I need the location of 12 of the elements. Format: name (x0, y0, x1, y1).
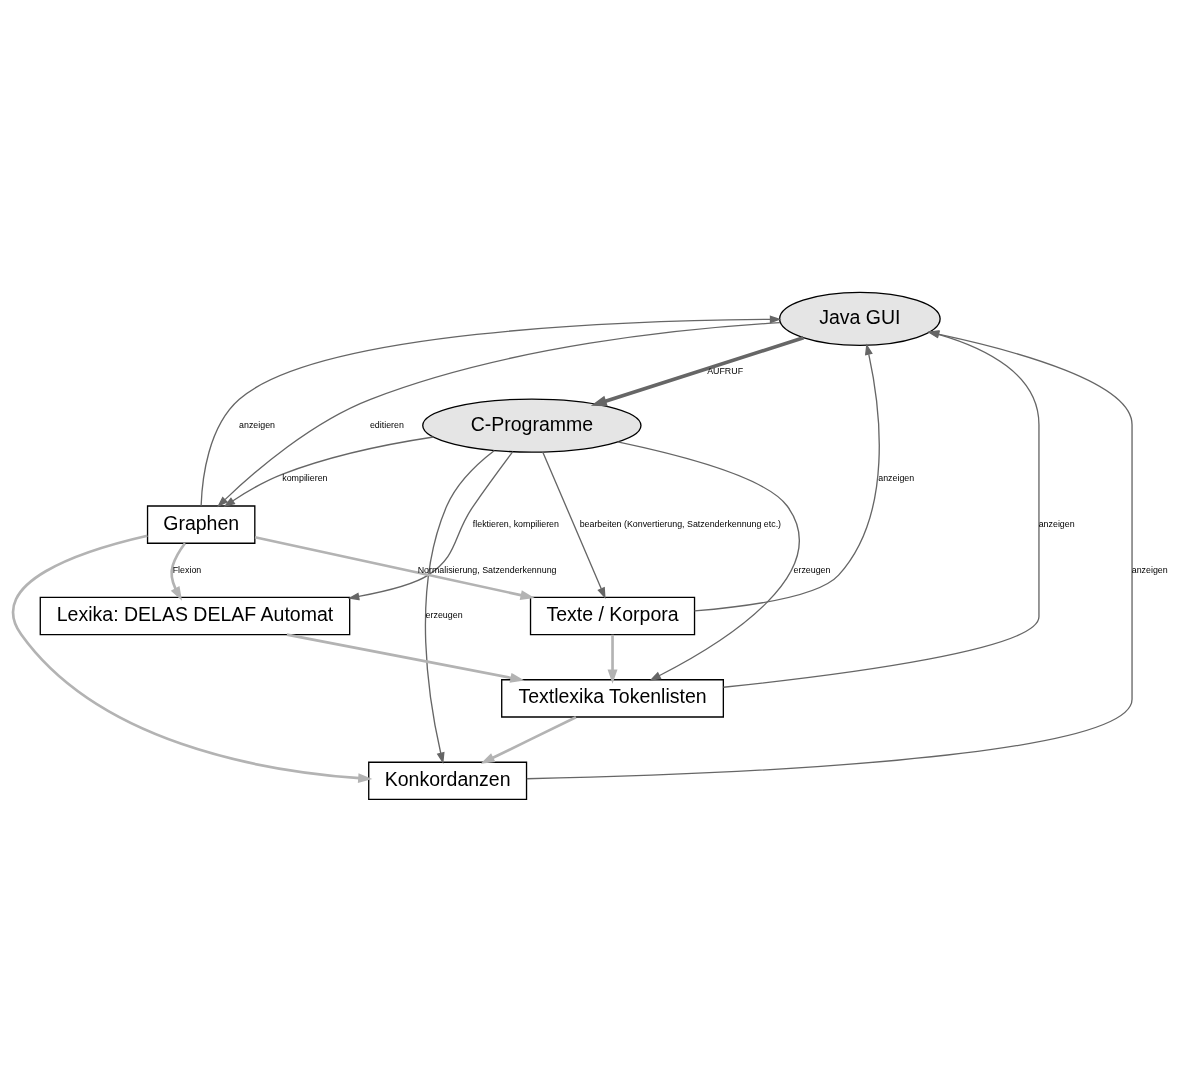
edge-label: anzeigen (878, 473, 915, 484)
edge-label: flektieren, kompilieren (472, 518, 559, 529)
edge-label: bearbeiten (Konvertierung, Satzenderkennung etc.) (579, 518, 782, 529)
edge-label: anzeigen (1131, 564, 1168, 575)
edge-label: editieren (369, 419, 404, 430)
edge-label: anzeigen (1038, 518, 1075, 529)
edge-label: anzeigen (239, 419, 276, 430)
edge-label: kompilieren (282, 473, 328, 484)
edge-label: Flexion (172, 564, 202, 575)
edge-label: erzeugen (425, 610, 463, 621)
edge-label: erzeugen (793, 564, 831, 575)
edge-label: AUFRUF (707, 366, 744, 377)
